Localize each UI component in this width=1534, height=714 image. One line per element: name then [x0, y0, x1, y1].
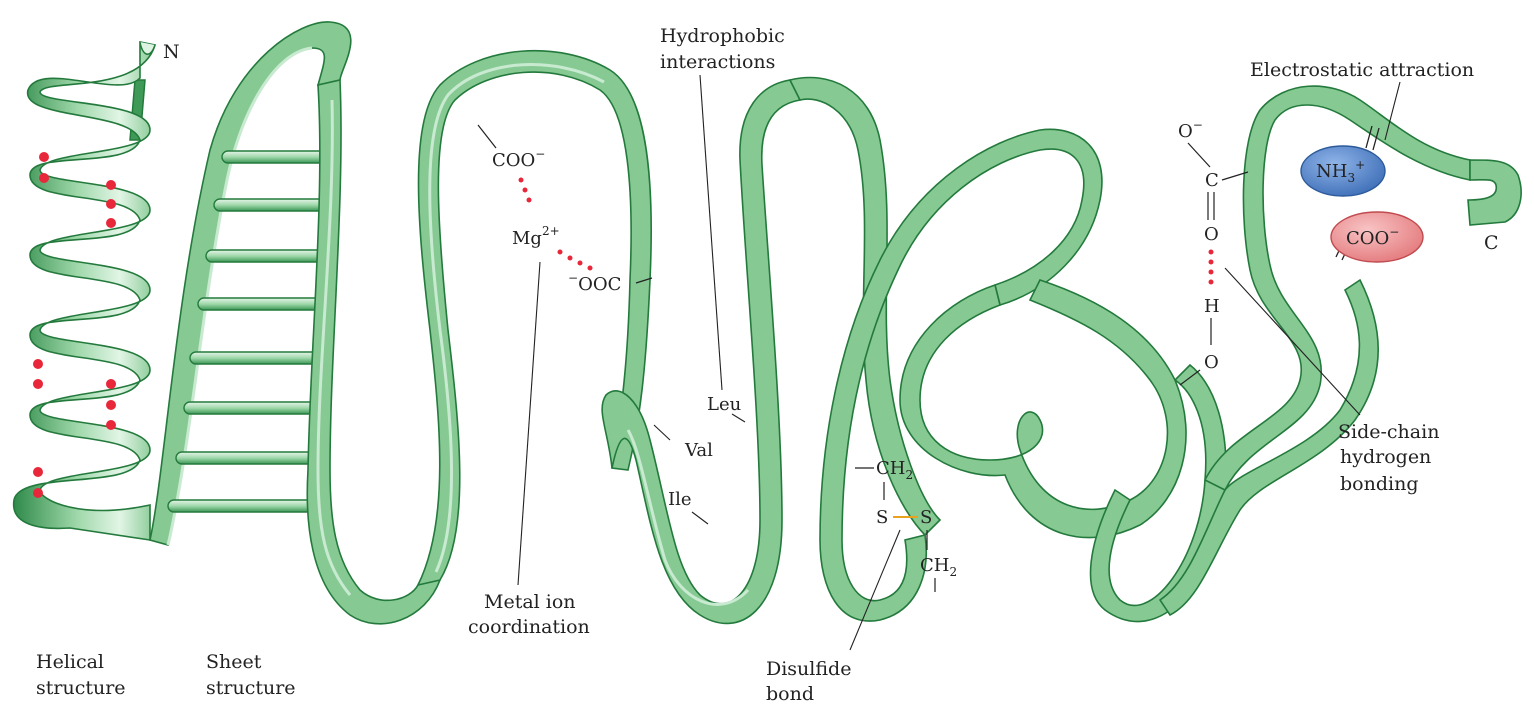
electrostatic-label: Electrostatic attraction — [1250, 59, 1474, 81]
bonding-label: bonding — [1340, 473, 1418, 495]
n-terminus-label: N — [163, 41, 180, 63]
val-label: Val — [684, 440, 713, 461]
hbond-dots — [1209, 250, 1214, 285]
ch2-bottom-label: CH2 — [920, 555, 957, 579]
side-chain-label: Side-chain — [1338, 421, 1439, 443]
carbonyl-o-label: O — [1204, 224, 1219, 245]
ooc-minus-label: −OOC — [568, 271, 621, 295]
carbonyl-c-label: C — [1205, 170, 1219, 191]
helical-structure-label: structure — [36, 677, 126, 699]
leu-label: Leu — [707, 394, 741, 415]
sulfur-left-label: S — [876, 507, 888, 528]
metal-bond-dots-upper — [519, 178, 532, 203]
disulfide-bond: CH2 S S CH2 Disulfide bond — [766, 458, 957, 705]
helical-label: Helical — [36, 651, 104, 673]
ribbon-loops — [418, 51, 1521, 624]
c-terminus-label: C — [1484, 232, 1499, 254]
metal-coordination-label: coordination — [468, 616, 590, 638]
hydrogen-label: hydrogen — [1340, 446, 1431, 468]
beta-sheet — [150, 22, 440, 624]
sheet-structure-label: structure — [206, 677, 296, 699]
hydroxyl-o-label: O — [1204, 352, 1219, 373]
o-minus-label: O− — [1178, 118, 1203, 142]
coo-minus-label: COO− — [492, 147, 545, 171]
metal-bond-dots-lower — [558, 250, 593, 271]
disulfide-label: Disulfide — [766, 658, 851, 680]
ile-label: Ile — [668, 489, 692, 510]
sheet-label: Sheet — [206, 651, 262, 673]
metal-ion-label: Metal ion — [484, 591, 576, 613]
bond-label: bond — [766, 683, 814, 705]
helix-hbond-dots — [33, 152, 116, 498]
interactions-label: interactions — [660, 51, 775, 73]
hydroxyl-h-label: H — [1204, 296, 1220, 317]
hydrophobic-label: Hydrophobic — [660, 25, 785, 47]
mg-ion-label: Mg2+ — [512, 224, 560, 249]
alpha-helix — [14, 42, 155, 540]
sulfur-right-label: S — [920, 507, 932, 528]
